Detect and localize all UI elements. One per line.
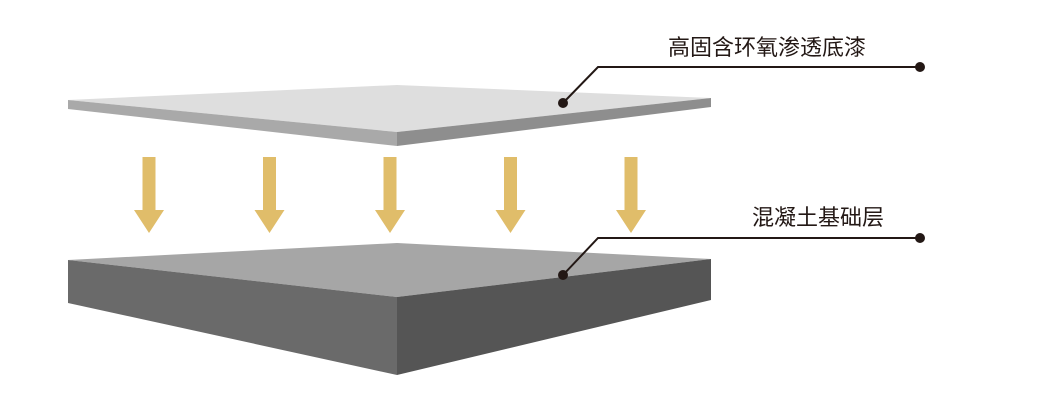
concrete-top-face [68, 243, 711, 297]
down-arrow-icon [616, 157, 646, 233]
leader-dot-top-start [558, 98, 568, 108]
concrete-right-side [397, 259, 711, 375]
concrete-left-side [68, 260, 397, 375]
concrete-base-slab [68, 243, 711, 375]
primer-top-face [68, 85, 711, 132]
down-arrow-icon [134, 157, 164, 233]
leader-line-top [562, 66, 920, 104]
down-arrow-icon [375, 157, 405, 233]
leader-line-bottom [562, 237, 920, 276]
penetration-arrows [134, 157, 646, 233]
leader-dot-bottom-start [558, 270, 568, 280]
label-concrete-layer: 混凝土基础层 [752, 206, 885, 231]
down-arrow-icon [495, 157, 526, 233]
primer-right-side [397, 98, 711, 146]
label-primer-layer: 高固含环氧渗透底漆 [668, 36, 867, 61]
leader-dot-top-end [915, 62, 925, 72]
primer-left-side [68, 100, 397, 146]
down-arrow-icon [254, 157, 285, 233]
leader-dot-bottom-end [915, 233, 925, 243]
primer-layer-plate [68, 85, 711, 146]
